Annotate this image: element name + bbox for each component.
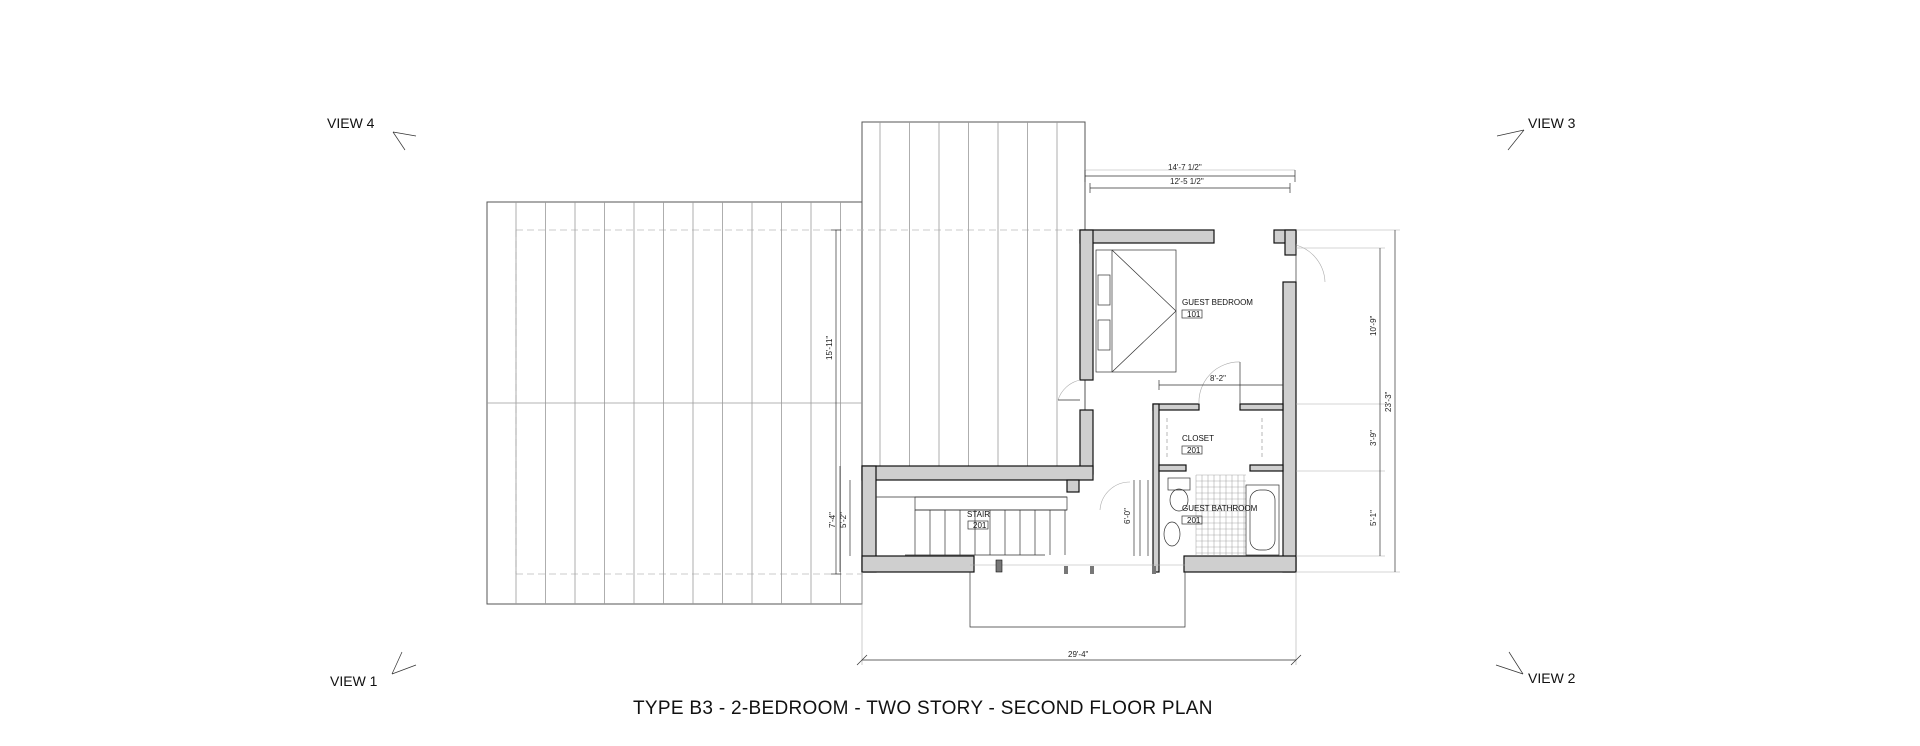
room-guest-bedroom: GUEST BEDROOM 101	[1181, 298, 1253, 319]
right-dimensions: 10'-9" 3'-9" 5'-1" 23'-3"	[1296, 229, 1400, 573]
view-2-marker: VIEW 2	[1495, 651, 1576, 686]
dim-top-overall: 14'-7 1/2"	[1168, 163, 1202, 172]
dim-closet-width: 8'-2"	[1210, 374, 1226, 383]
view-4-marker: VIEW 4	[327, 115, 417, 151]
room-stair: STAIR 201	[967, 510, 990, 530]
drawing-title: TYPE B3 - 2-BEDROOM - TWO STORY - SECOND…	[633, 698, 1213, 719]
closet-width-dimension: 8'-2"	[1158, 374, 1284, 390]
room-name: GUEST BATHROOM	[1182, 504, 1258, 513]
bedroom-exterior-door	[1295, 244, 1326, 283]
hall-door	[1099, 480, 1149, 556]
dim-right-overall: 23'-3"	[1384, 391, 1393, 412]
view-3-marker: VIEW 3	[1496, 115, 1576, 151]
dim-bottom-overall: 29'-4"	[1068, 650, 1089, 659]
left-dimensions: 15'-11" 7'-4" 5'-2" 6'-0"	[825, 229, 1135, 575]
room-closet: CLOSET 201	[1181, 434, 1214, 455]
room-number: 101	[1187, 310, 1201, 319]
room-number: 201	[1187, 516, 1201, 525]
room-name: STAIR	[967, 510, 990, 519]
dim-stair-outer: 7'-4"	[828, 512, 837, 528]
left-roof	[486, 201, 1080, 605]
upper-roof	[861, 121, 1086, 467]
stair-door	[1057, 379, 1081, 401]
view-1-marker: VIEW 1	[330, 651, 417, 689]
dim-left-roof: 15'-11"	[825, 336, 834, 360]
view-4-label: VIEW 4	[327, 115, 375, 131]
walls	[861, 229, 1297, 573]
dim-top-inner: 12'-5 1/2"	[1170, 177, 1204, 186]
closet-shelving	[1166, 418, 1263, 460]
room-guest-bathroom: GUEST BATHROOM 201	[1181, 504, 1258, 525]
stair	[876, 496, 1068, 556]
dim-stair-inner: 5'-2"	[839, 512, 848, 528]
view-3-label: VIEW 3	[1528, 115, 1576, 131]
top-dimensions: 14'-7 1/2" 12'-5 1/2"	[1084, 163, 1296, 193]
dim-hall-opening: 6'-0"	[1123, 508, 1132, 524]
dim-right-closet: 3'-9"	[1369, 430, 1378, 446]
dim-right-bath: 5'-1"	[1369, 510, 1378, 526]
bathroom-fixtures	[1163, 474, 1280, 556]
view-1-label: VIEW 1	[330, 673, 378, 689]
room-name: CLOSET	[1182, 434, 1214, 443]
view-2-label: VIEW 2	[1528, 670, 1576, 686]
room-number: 201	[973, 521, 987, 530]
room-name: GUEST BEDROOM	[1182, 298, 1253, 307]
dim-right-bedroom: 10'-9"	[1369, 315, 1378, 336]
bedroom-bed	[1095, 249, 1177, 373]
bottom-dimension: 29'-4"	[856, 572, 1302, 666]
balcony	[969, 559, 1186, 628]
bedroom-entry-door	[1198, 361, 1241, 405]
room-number: 201	[1187, 446, 1201, 455]
